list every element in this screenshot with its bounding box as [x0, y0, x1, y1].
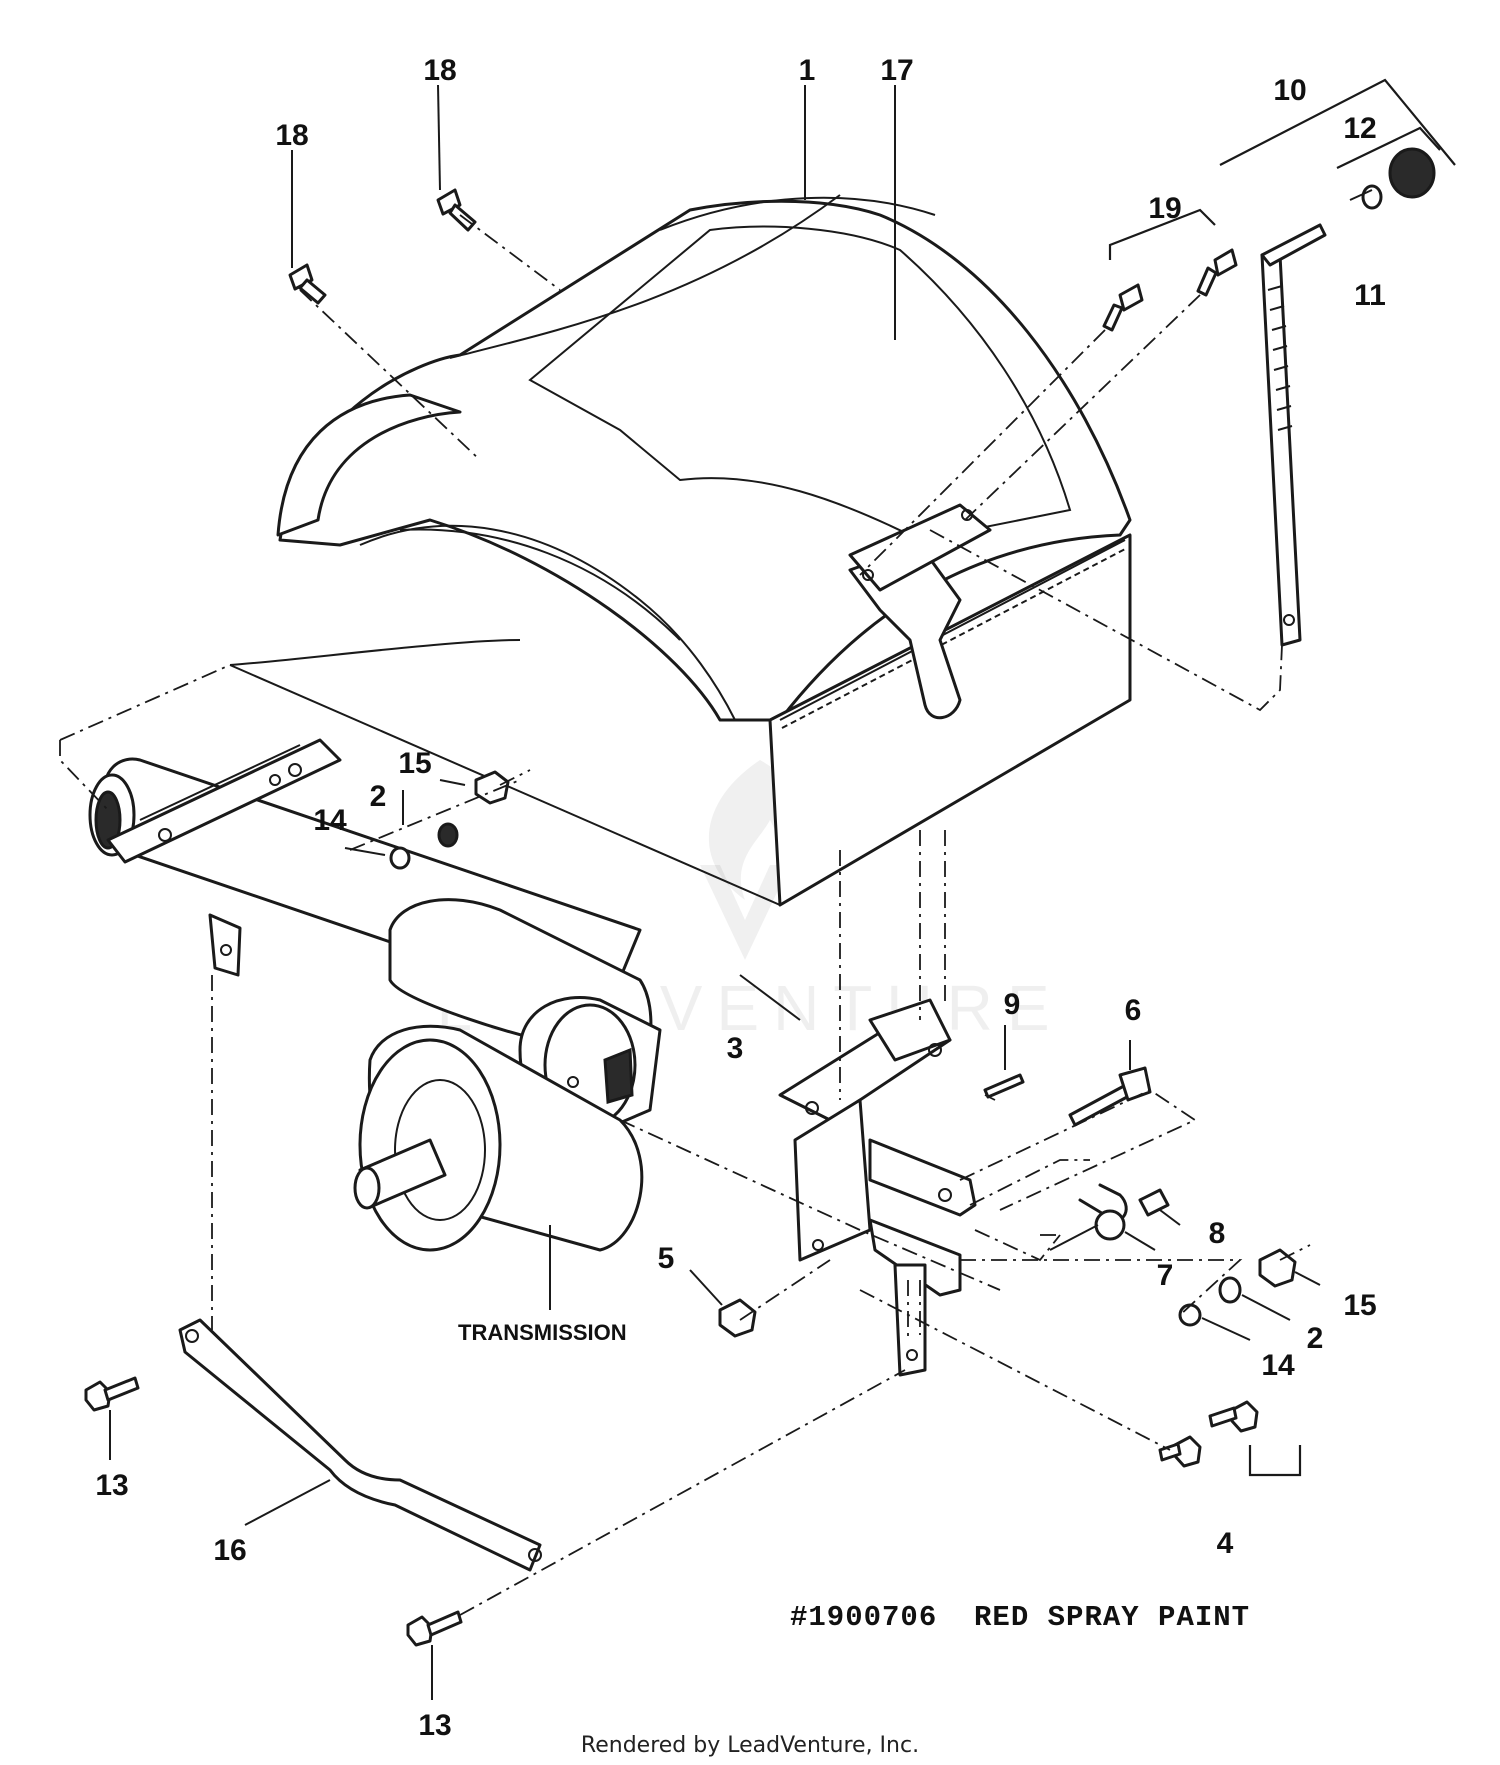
- callout-13-bottom: 13: [418, 1709, 451, 1742]
- callout-15-left: 15: [398, 747, 431, 780]
- callout-labels: 1 17 18 18 10 12 11 19 15 2 14 9 6 3 8 7…: [95, 54, 1386, 1742]
- leader-lines: [59, 214, 1311, 1616]
- knob: [1388, 147, 1436, 199]
- callout-17: 17: [880, 54, 913, 87]
- callout-pointers: [109, 84, 1373, 1700]
- callout-3: 3: [727, 1032, 744, 1065]
- bolts-18: [288, 188, 477, 305]
- bolts-19: [1102, 248, 1238, 332]
- callout-7: 7: [1157, 1259, 1174, 1292]
- callout-15-right: 15: [1343, 1289, 1376, 1322]
- callout-14-right: 14: [1261, 1349, 1295, 1382]
- callout-8: 8: [1209, 1217, 1226, 1250]
- callout-19: 19: [1148, 192, 1181, 225]
- tiller-hood: [229, 194, 1132, 907]
- callout-2-right: 2: [1307, 1322, 1324, 1355]
- bolts-4: [1158, 1400, 1259, 1468]
- callout-10: 10: [1273, 74, 1306, 107]
- callout-18-left: 18: [275, 119, 308, 152]
- depth-bar: [1260, 147, 1436, 647]
- callout-12: 12: [1343, 112, 1376, 145]
- callout-2-left: 2: [370, 780, 387, 813]
- bolts-13: [84, 1376, 463, 1647]
- callout-13-left: 13: [95, 1469, 128, 1502]
- credit-footer: Rendered by LeadVenture, Inc.: [581, 1733, 919, 1758]
- callout-14-left: 14: [313, 804, 347, 837]
- paint-note: #1900706 RED SPRAY PAINT: [790, 1601, 1250, 1634]
- callout-11: 11: [1354, 279, 1386, 312]
- callout-1: 1: [799, 54, 816, 87]
- bracket-assembly: [389, 770, 1297, 1377]
- transmission-label: TRANSMISSION: [458, 1320, 627, 1345]
- callout-4: 4: [1217, 1527, 1234, 1560]
- callout-6: 6: [1125, 994, 1142, 1027]
- callout-18-top: 18: [423, 54, 456, 87]
- callout-9: 9: [1004, 988, 1021, 1021]
- washer: [1361, 184, 1383, 210]
- callout-brackets: [1108, 78, 1456, 1477]
- callout-5: 5: [658, 1242, 675, 1275]
- callout-16: 16: [213, 1534, 246, 1567]
- transmission: [353, 898, 662, 1252]
- brace-bar: [178, 1318, 542, 1572]
